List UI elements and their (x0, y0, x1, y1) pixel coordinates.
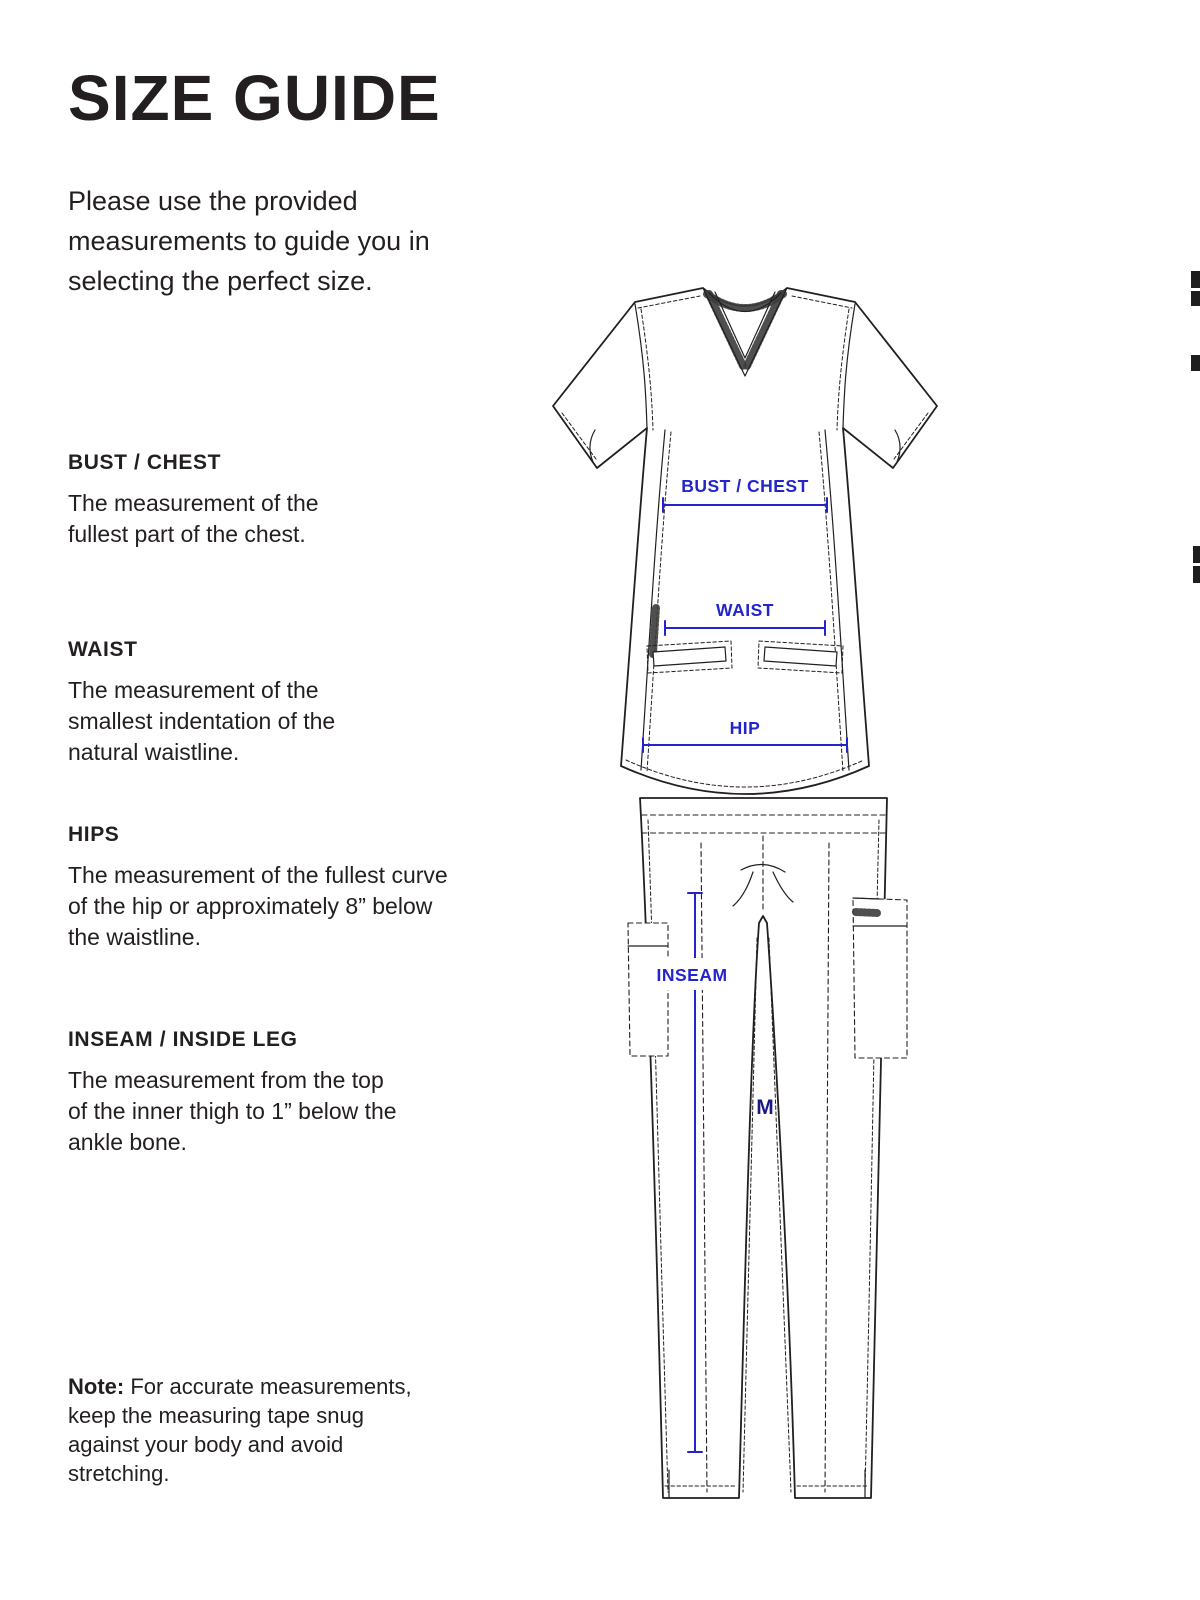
definition-bust-chest: BUST / CHEST The measurement of the full… (68, 450, 368, 550)
inseam-measure-label: INSEAM (656, 965, 727, 985)
definition-hips: HIPS The measurement of the fullest curv… (68, 822, 453, 953)
garment-technical-drawing: BUST / CHEST WAIST HIP INSEAM M (535, 278, 995, 1528)
intro-text: Please use the provided measurements to … (68, 186, 430, 296)
scrub-top-drawing (552, 287, 938, 795)
welt-pocket-right (757, 640, 844, 674)
welt-pocket-left (646, 640, 733, 674)
right-edge-artifact (1191, 355, 1200, 371)
drawstring (732, 863, 794, 907)
size-marker-label: M (756, 1096, 774, 1119)
hip-measure-line (642, 737, 848, 753)
cargo-pocket-right (852, 897, 908, 1059)
note-body: For accurate measurements, keep the meas… (68, 1374, 412, 1486)
definition-body: The measurement of the fullest curve of … (68, 862, 448, 950)
waist-measure-line (664, 620, 826, 636)
right-edge-artifact (1193, 546, 1200, 563)
definition-body: The measurement of the smallest indentat… (68, 677, 336, 765)
bust-measure-label: BUST / CHEST (681, 476, 809, 496)
scrubs-flat-sketch: BUST / CHEST WAIST HIP INSEAM M (552, 287, 938, 1499)
definition-body: The measurement from the top of the inne… (68, 1067, 397, 1155)
definition-heading: HIPS (68, 823, 120, 846)
definition-heading: INSEAM / INSIDE LEG (68, 1028, 298, 1051)
note-label: Note: (68, 1374, 125, 1399)
hip-measure-label: HIP (730, 718, 761, 738)
bust-measure-line (662, 497, 828, 513)
right-edge-artifact (1191, 271, 1200, 288)
measurement-note: Note: For accurate measurements, keep th… (68, 1372, 418, 1488)
right-edge-artifact (1193, 566, 1200, 583)
right-edge-artifact (1191, 291, 1200, 306)
waist-measure-label: WAIST (716, 600, 774, 620)
definition-heading: WAIST (68, 638, 138, 661)
scrub-pants-drawing (627, 797, 908, 1499)
inseam-label-backdrop (645, 958, 739, 990)
definition-waist: WAIST The measurement of the smallest in… (68, 637, 388, 768)
definition-heading: BUST / CHEST (68, 451, 222, 474)
measurement-lines (642, 497, 848, 1453)
definition-inseam: INSEAM / INSIDE LEG The measurement from… (68, 1027, 398, 1158)
definition-body: The measurement of the fullest part of t… (68, 490, 319, 547)
page-title: SIZE GUIDE (68, 62, 441, 134)
